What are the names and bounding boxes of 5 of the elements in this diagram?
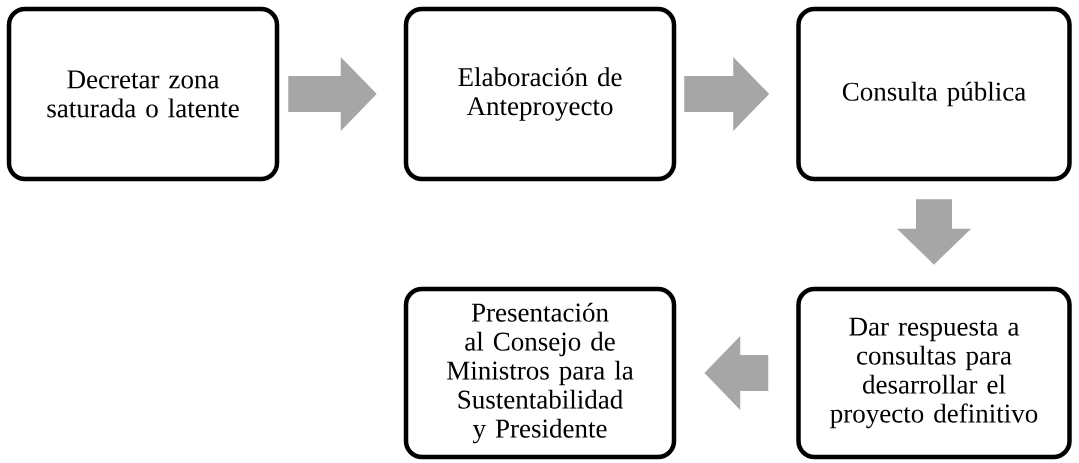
process-box: Elaboración de Anteproyecto xyxy=(403,6,677,182)
process-box: Consulta pública xyxy=(796,6,1072,182)
process-box: Presentación al Consejo de Ministros para la Sustentabilidad y Presidente xyxy=(403,286,677,460)
process-box: Decretar zona saturada o latente xyxy=(6,6,280,182)
process-box: Dar respuesta a consultas para desarrollar el proyecto definitivo xyxy=(796,286,1072,460)
